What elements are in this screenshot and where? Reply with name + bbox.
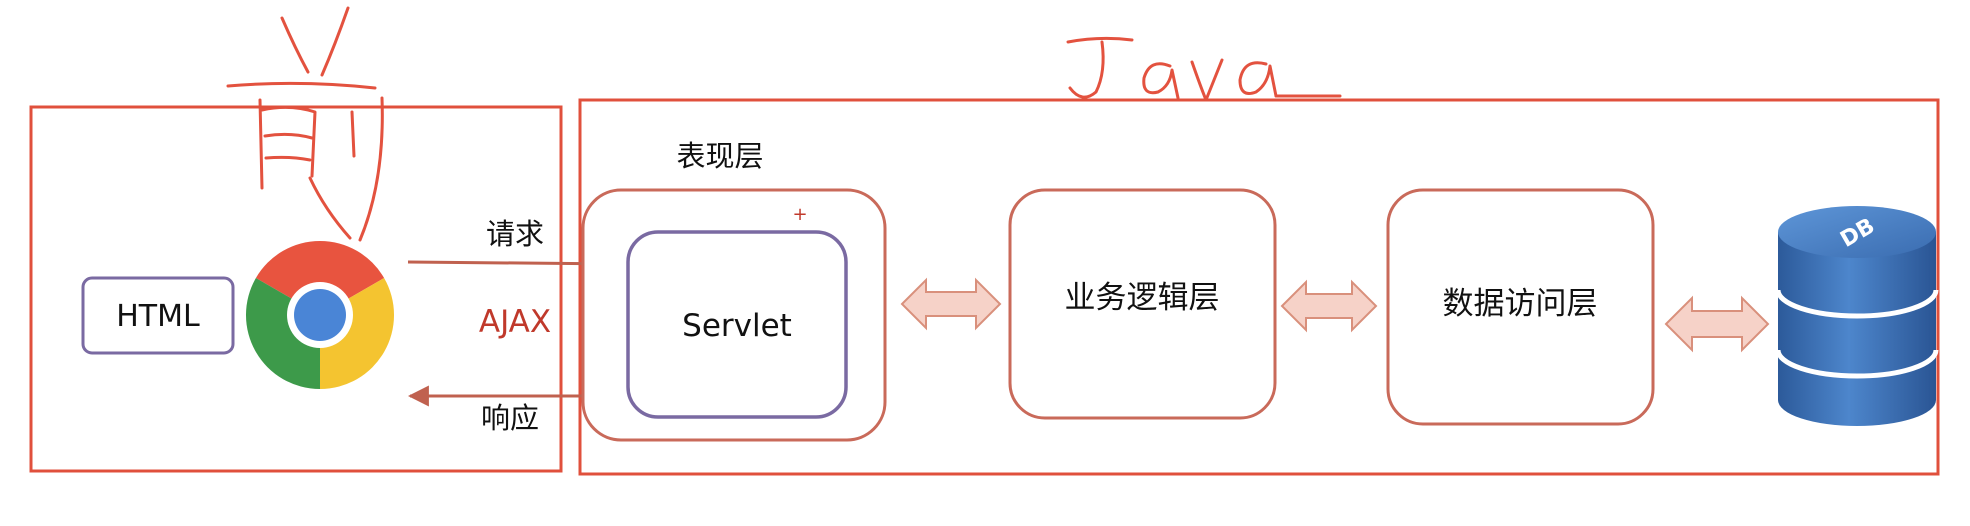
- data-access-layer-label: 数据访问层: [1443, 286, 1598, 322]
- database-cylinder-icon: DB: [1775, 206, 1939, 426]
- plus-mark: +: [792, 204, 807, 225]
- response-label: 响应: [481, 401, 539, 435]
- double-arrow-presentation-business: [900, 277, 1002, 331]
- request-label: 请求: [486, 217, 544, 251]
- frontend-frame: [29, 105, 563, 473]
- business-logic-layer-label: 业务逻辑层: [1065, 280, 1220, 316]
- html-label: HTML: [116, 299, 200, 334]
- double-arrow-dataaccess-db: [1664, 295, 1770, 353]
- handwritten-frontend-annotation: [226, 6, 384, 242]
- business-logic-layer-box: [1008, 188, 1277, 420]
- chrome-logo-icon: [245, 240, 395, 389]
- html-box: [81, 276, 235, 355]
- servlet-box: [626, 230, 848, 419]
- backend-frame: [578, 98, 1940, 476]
- data-access-layer-box: [1386, 188, 1655, 426]
- servlet-label: Servlet: [682, 308, 792, 344]
- double-arrow-business-dataaccess: [1280, 279, 1378, 333]
- handwritten-java-annotation: [1066, 36, 1342, 102]
- ajax-label: AJAX: [479, 304, 551, 340]
- presentation-layer-label: 表现层: [676, 139, 763, 173]
